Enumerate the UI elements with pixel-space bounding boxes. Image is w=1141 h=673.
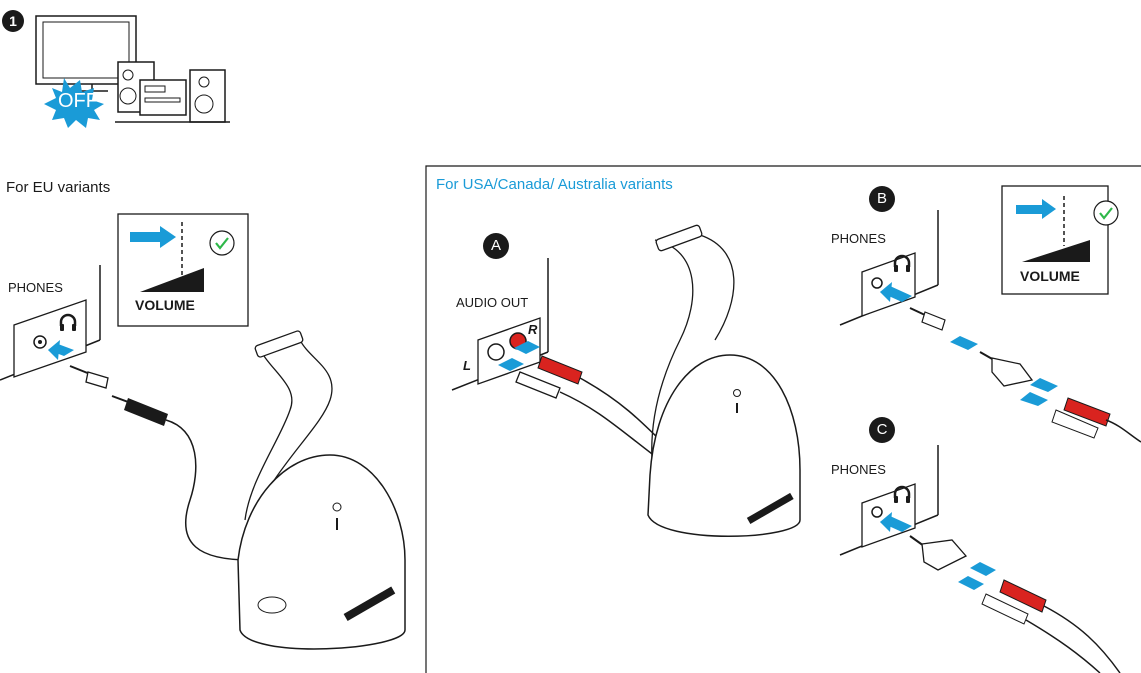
- transmitter-icon: [647, 224, 801, 537]
- eu-section: [0, 213, 406, 650]
- eu-phones-label: PHONES: [8, 280, 63, 295]
- volume-panel: [117, 213, 249, 327]
- jack-plug-icon: [69, 365, 168, 426]
- y-adapter-icon: [979, 351, 1034, 387]
- variant-b-volume-label: VOLUME: [1020, 268, 1080, 284]
- y-adapter-icon: [909, 535, 968, 571]
- right-channel-label: R: [528, 322, 538, 337]
- tv-icon: [35, 15, 137, 92]
- step-1-badge: 1: [2, 10, 24, 32]
- variant-c-group: [839, 445, 1121, 673]
- variant-c-phones-label: PHONES: [831, 462, 886, 477]
- usa-section: [425, 165, 1141, 673]
- eu-volume-label: VOLUME: [135, 297, 195, 313]
- variant-b-phones-label: PHONES: [831, 231, 886, 246]
- off-burst-icon: [44, 78, 104, 128]
- volume-wedge-icon: [140, 268, 204, 292]
- left-channel-label: L: [463, 358, 471, 373]
- eu-section-title: For EU variants: [6, 179, 111, 196]
- variant-c-badge: C: [869, 417, 895, 443]
- stereo-icon: [115, 61, 230, 123]
- variant-b-badge: B: [869, 186, 895, 212]
- phones-socket: [13, 299, 87, 378]
- step1-illustration: [35, 15, 230, 128]
- rca-cable-icon: [1051, 397, 1141, 443]
- rca-insert-arrow: [498, 358, 524, 371]
- variant-a-badge: A: [483, 233, 509, 259]
- audio-out-group: [451, 258, 671, 461]
- rca-cable-icon: [981, 579, 1121, 673]
- volume-panel: [1001, 185, 1120, 295]
- volume-wedge-icon: [1022, 240, 1090, 262]
- audio-out-label: AUDIO OUT: [456, 295, 529, 310]
- variant-b-group: [839, 185, 1141, 443]
- arrow-icon: [130, 232, 162, 242]
- checkmark-icon: [208, 229, 236, 257]
- usa-frame: [425, 165, 1141, 673]
- rca-cable-icon: [515, 355, 671, 461]
- jack-plug-icon: [909, 307, 946, 331]
- arrow-icon: [1016, 205, 1044, 214]
- usa-section-title: For USA/Canada/ Australia variants: [436, 176, 673, 193]
- eu-cable: [165, 419, 251, 561]
- transmitter-icon: [237, 330, 406, 650]
- off-label: OFF: [58, 90, 98, 112]
- checkmark-icon: [1092, 199, 1120, 227]
